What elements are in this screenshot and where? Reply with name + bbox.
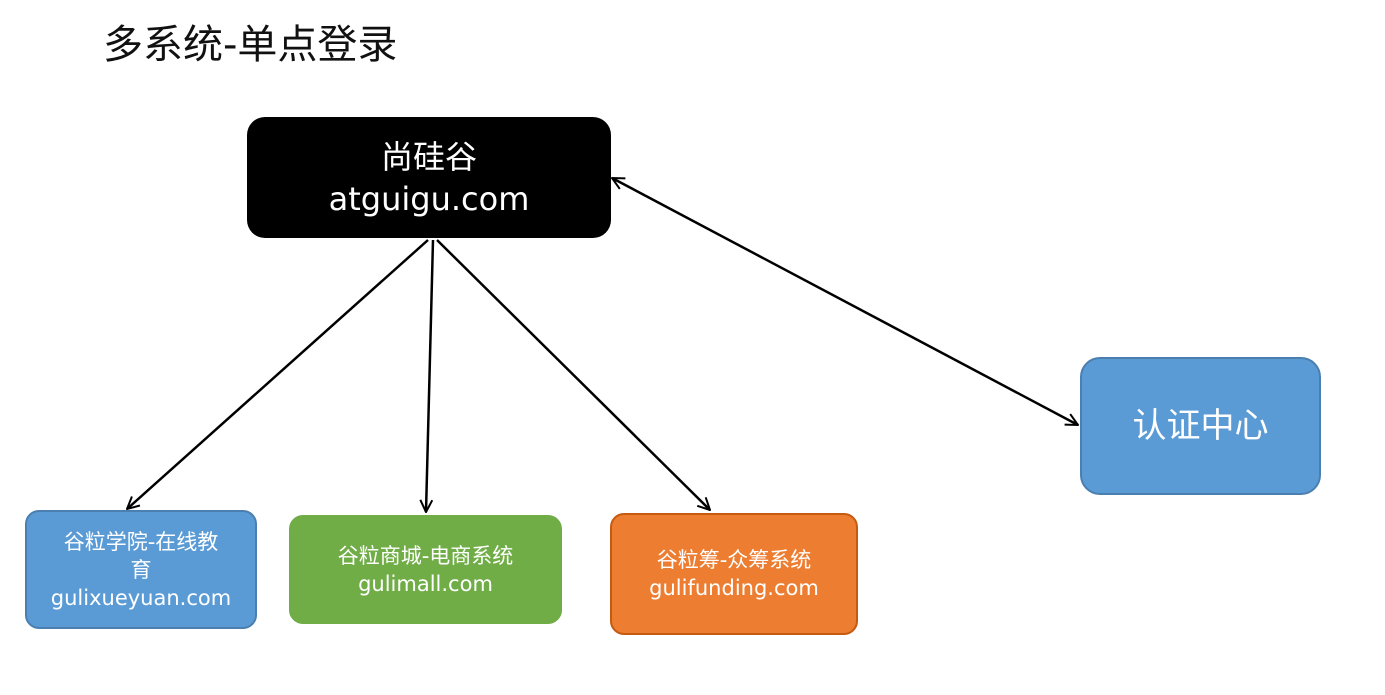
node-gulixueyuan: 谷粒学院-在线教 育 gulixueyuan.com xyxy=(25,510,257,629)
arrow-main-to-xueyuan xyxy=(127,239,429,509)
node-auth-center: 认证中心 xyxy=(1080,357,1321,495)
node-atguigu-name: 尚硅谷 xyxy=(380,137,477,176)
arrow-main-auth-bidirectional xyxy=(612,176,1078,427)
node-gulimall: 谷粒商城-电商系统 gulimall.com xyxy=(289,515,562,624)
node-gulimall-name: 谷粒商城-电商系统 xyxy=(337,543,514,568)
node-atguigu-domain: atguigu.com xyxy=(328,179,530,218)
page-title: 多系统-单点登录 xyxy=(103,22,398,68)
node-gulixueyuan-domain: gulixueyuan.com xyxy=(50,585,232,610)
arrow-main-to-mall xyxy=(426,239,435,512)
node-gulimall-domain: gulimall.com xyxy=(358,571,493,596)
node-gulifunding-domain: gulifunding.com xyxy=(649,576,819,600)
arrow-main-to-funding xyxy=(436,239,710,510)
node-gulixueyuan-name-line1: 谷粒学院-在线教 xyxy=(63,529,219,554)
node-gulixueyuan-name-line2: 育 xyxy=(130,557,152,582)
node-auth-center-name: 认证中心 xyxy=(1132,406,1269,446)
node-gulifunding: 谷粒筹-众筹系统 gulifunding.com xyxy=(610,513,858,635)
node-atguigu: 尚硅谷 atguigu.com xyxy=(247,117,611,238)
node-gulifunding-name: 谷粒筹-众筹系统 xyxy=(656,548,812,572)
